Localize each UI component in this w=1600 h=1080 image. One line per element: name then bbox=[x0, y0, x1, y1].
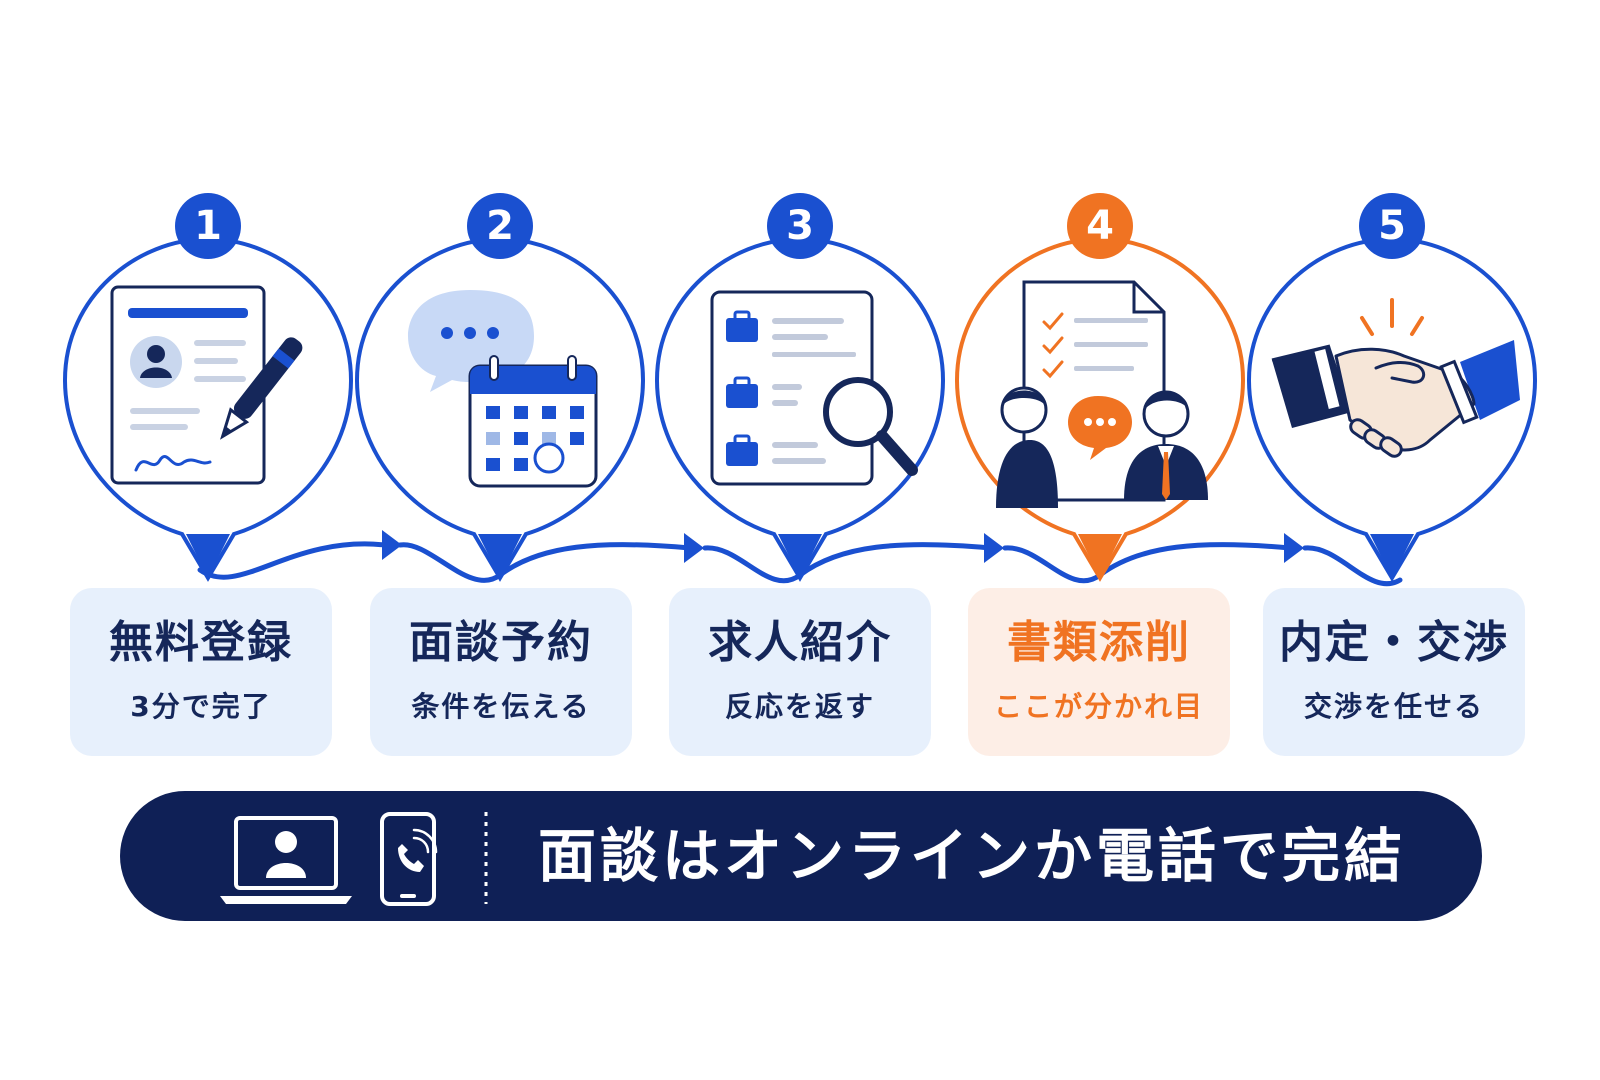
step-2-subtitle: 条件を伝える bbox=[411, 690, 591, 724]
step-4-title: 書類添削 bbox=[1007, 616, 1191, 668]
flow-arrowheads bbox=[382, 530, 1304, 563]
smartphone-call-icon bbox=[380, 812, 438, 906]
step-5-title: 内定・交渉 bbox=[1279, 616, 1509, 668]
step-5-card: 内定・交渉 交渉を任せる bbox=[1263, 588, 1525, 756]
step-1-subtitle: 3分で完了 bbox=[130, 690, 272, 724]
step-2-title: 面談予約 bbox=[409, 616, 593, 668]
step-3-subtitle: 反応を返す bbox=[724, 690, 875, 724]
footer-message: 面談はオンラインか電話で完結 bbox=[538, 822, 1407, 890]
document-review-meeting-icon bbox=[996, 280, 1208, 508]
step-1-number-badge: 1 bbox=[175, 193, 241, 259]
step-3-number-badge: 3 bbox=[767, 193, 833, 259]
step-5-number-badge: 5 bbox=[1359, 193, 1425, 259]
job-list-magnifier-icon bbox=[710, 290, 918, 486]
laptop-video-call-icon bbox=[220, 816, 352, 904]
step-3-card: 求人紹介 反応を返す bbox=[669, 588, 931, 756]
step-4-card: 書類添削 ここが分かれ目 bbox=[968, 588, 1230, 756]
handshake-icon bbox=[1271, 298, 1520, 458]
step-4-number-badge: 4 bbox=[1067, 193, 1133, 259]
step-1-title: 無料登録 bbox=[109, 616, 293, 668]
step-4-subtitle: ここが分かれ目 bbox=[993, 690, 1204, 724]
chat-calendar-icon bbox=[408, 290, 598, 488]
step-1-card: 無料登録 3分で完了 bbox=[70, 588, 332, 756]
registration-form-pen-icon bbox=[110, 285, 303, 485]
step-3-title: 求人紹介 bbox=[708, 616, 892, 668]
step-2-number-badge: 2 bbox=[467, 193, 533, 259]
step-2-card: 面談予約 条件を伝える bbox=[370, 588, 632, 756]
step-5-subtitle: 交渉を任せる bbox=[1303, 690, 1484, 724]
